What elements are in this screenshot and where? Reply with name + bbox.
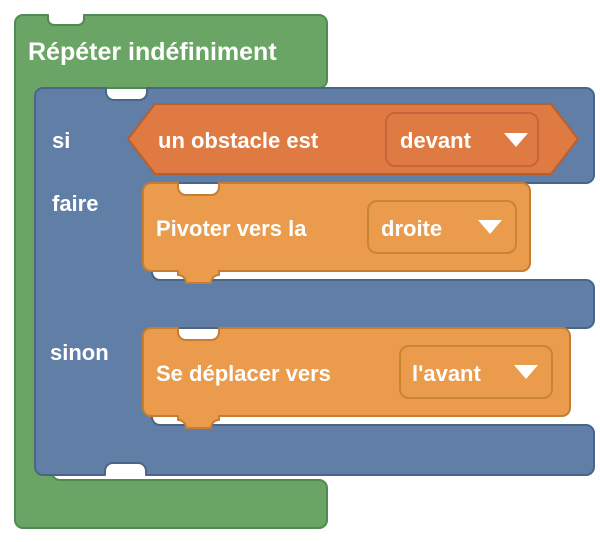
- do-action-dropdown[interactable]: droite: [367, 200, 517, 254]
- loop-block-label: Répéter indéfiniment: [28, 38, 277, 66]
- condition-boolean-block[interactable]: un obstacle est devant: [127, 103, 579, 175]
- chevron-down-icon[interactable]: [504, 133, 528, 147]
- condition-dropdown-value: devant: [400, 128, 472, 153]
- do-action-text: Pivoter vers la: [156, 216, 307, 241]
- chevron-down-icon[interactable]: [514, 365, 538, 379]
- condition-dropdown[interactable]: devant: [385, 112, 539, 167]
- do-action-block[interactable]: Pivoter vers la droite: [142, 182, 531, 284]
- loop-block-repeat-forever[interactable]: Répéter indéfiniment: [14, 14, 328, 529]
- else-label: sinon: [50, 340, 109, 365]
- chevron-down-icon[interactable]: [478, 220, 502, 234]
- do-action-dropdown-value: droite: [381, 216, 442, 241]
- else-action-block[interactable]: Se déplacer vers l'avant: [142, 327, 571, 429]
- else-action-dropdown[interactable]: l'avant: [399, 345, 553, 399]
- else-action-dropdown-box[interactable]: [399, 345, 553, 399]
- do-action-dropdown-box[interactable]: [367, 200, 517, 254]
- if-else-block[interactable]: si faire sinon: [34, 87, 595, 476]
- do-label: faire: [52, 191, 98, 216]
- if-else-block-shape[interactable]: [34, 87, 595, 476]
- if-label: si: [52, 128, 70, 153]
- condition-text: un obstacle est: [158, 128, 319, 153]
- else-action-text: Se déplacer vers: [156, 361, 331, 386]
- else-action-dropdown-value: l'avant: [412, 361, 481, 386]
- condition-dropdown-box[interactable]: [385, 112, 539, 167]
